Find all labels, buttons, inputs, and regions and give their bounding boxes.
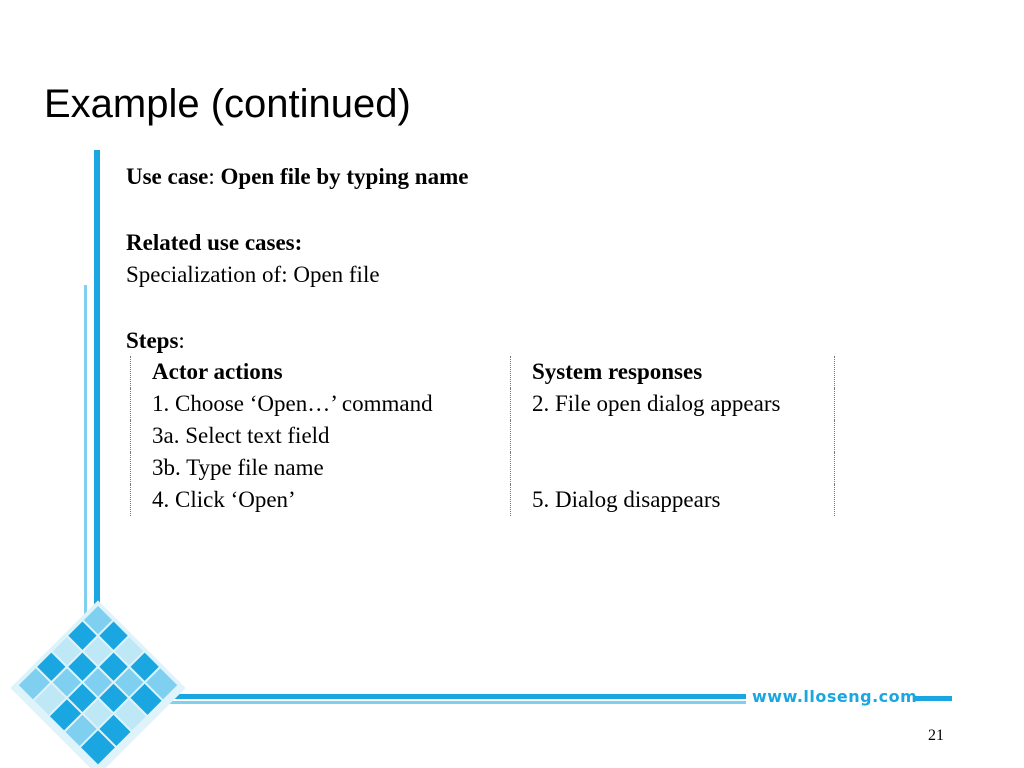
table-row: 4. Click ‘Open’ 5. Dialog disappears	[130, 484, 835, 516]
use-case-colon: :	[208, 164, 215, 189]
use-case-line: Use case: Open file by typing name	[126, 163, 468, 191]
footer-accent-bar-end	[914, 696, 952, 701]
system-response-cell: 2. File open dialog appears	[510, 388, 835, 420]
system-response-cell: 5. Dialog disappears	[510, 484, 835, 516]
table-row: 1. Choose ‘Open…’ command 2. File open d…	[130, 388, 835, 420]
steps-line: Steps:	[126, 327, 185, 355]
actor-action-cell: 1. Choose ‘Open…’ command	[130, 388, 511, 420]
steps-table: Actor actions System responses 1. Choose…	[130, 356, 835, 516]
table-row: 3b. Type file name	[130, 452, 835, 484]
system-response-cell	[510, 452, 835, 484]
related-heading: Related use cases:	[126, 230, 303, 255]
header-system-responses: System responses	[510, 356, 835, 388]
steps-colon: :	[178, 328, 185, 353]
vertical-accent-bar	[94, 150, 100, 690]
actor-action-cell: 4. Click ‘Open’	[130, 484, 511, 516]
footer-accent-bar-light	[160, 701, 746, 704]
system-response-cell	[510, 420, 835, 452]
steps-label: Steps	[126, 328, 179, 353]
use-case-value: Open file by typing name	[220, 164, 469, 189]
footer-accent-bar	[160, 694, 746, 699]
table-row: 3a. Select text field	[130, 420, 835, 452]
diamond-logo	[10, 600, 186, 768]
actor-action-cell: 3b. Type file name	[130, 452, 511, 484]
header-actor-actions: Actor actions	[130, 356, 511, 388]
page-number: 21	[928, 727, 944, 744]
steps-header-row: Actor actions System responses	[130, 356, 835, 388]
use-case-label: Use case	[126, 164, 209, 189]
related-text: Specialization of: Open file	[126, 262, 380, 287]
actor-action-cell: 3a. Select text field	[130, 420, 511, 452]
vertical-accent-bar-light	[84, 285, 87, 655]
slide-title: Example (continued)	[44, 82, 411, 126]
website-url: www.lloseng.com	[752, 687, 918, 706]
